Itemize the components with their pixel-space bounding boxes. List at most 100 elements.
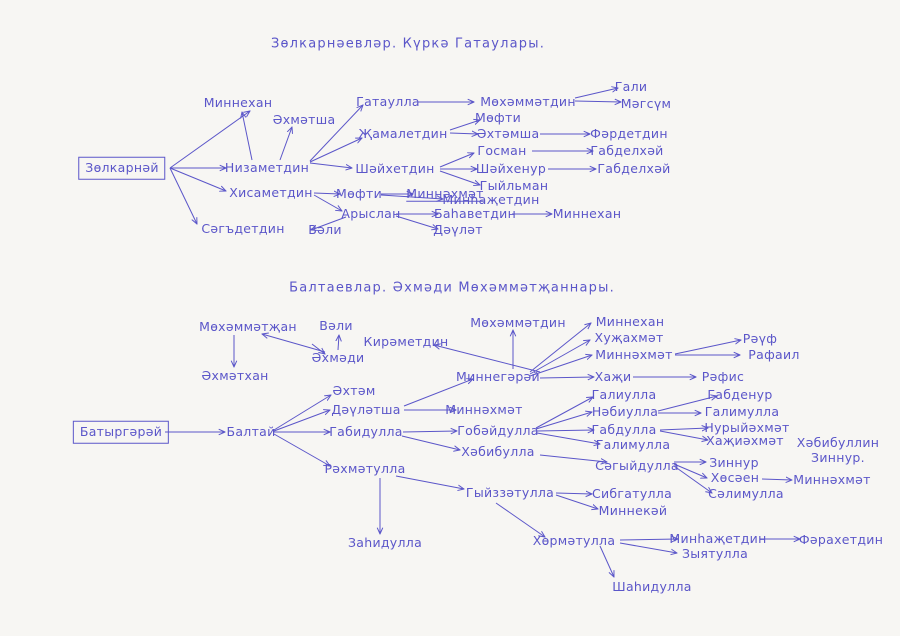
connector-arrow (495, 502, 545, 537)
connector-arrow (574, 101, 621, 102)
connector-arrow (434, 345, 541, 373)
node-minnehan-1: Миннехан (203, 94, 273, 110)
node-zulkarnay: Зөлкарнәй (78, 156, 166, 180)
node-shaihetdin: Шәйхетдин (355, 160, 435, 176)
connector-arrow (673, 465, 712, 493)
connector-arrow (539, 377, 594, 378)
node-mohemmetjan: Мөхәммәтҗан (199, 318, 297, 334)
node-jamaletdin: Җамалетдин (358, 125, 448, 141)
node-gabdelhay-2: Габделхәй (597, 160, 671, 176)
node-gobaydulla: Гобәйдулла (457, 422, 539, 438)
node-baturgerey: Батыргәрәй (72, 420, 170, 444)
node-sagiydulla: Сәгыйдулла (595, 457, 679, 473)
node-giylman: Гыйльман (479, 177, 549, 193)
node-sibgatulla: Сибгатулла (591, 485, 673, 501)
connector-arrow (401, 435, 460, 450)
node-minnehmet-4: Миннәхмәт (793, 471, 871, 487)
node-minhajetdin-1: Минһаҗетдин (442, 191, 540, 207)
node-minnehmet-1: Миннәхмәт (406, 185, 484, 201)
connector-arrow (599, 545, 614, 577)
node-ehmedi: Әхмәди (311, 349, 365, 365)
node-hajiehmet: Хаҗиәхмәт (706, 432, 784, 448)
connector-arrow (395, 475, 464, 489)
node-nuriehmet: Нурыйәхмәт (704, 419, 790, 435)
connector-arrow (380, 194, 443, 199)
connector-arrow (279, 127, 292, 161)
node-hormetulla: Хөрмәтулла (532, 532, 616, 548)
connector-arrow (169, 111, 250, 169)
node-kirametdin: Кирәметдин (363, 333, 449, 349)
connector-arrow (659, 428, 708, 430)
node-gabidulla: Габидулла (329, 423, 403, 439)
connector-arrow (309, 138, 362, 163)
connector-arrow (273, 433, 330, 466)
node-zahidulla: Заһидулла (347, 534, 423, 550)
connector-arrow (262, 334, 326, 353)
node-gali: Гали (614, 78, 648, 94)
node-sagdetdin: Сәгъдетдин (201, 220, 285, 236)
node-veli-2: Вәли (319, 317, 353, 333)
connector-arrow (403, 379, 473, 407)
connector-arrow (273, 410, 330, 432)
title-baltaevlar: Балтаевлар. Әхмәди Мөхәммәтҗаннары. (289, 280, 615, 296)
node-galiulla: Галиулла (591, 386, 657, 402)
connector-arrow (529, 355, 592, 377)
title-zulkarnaevlar: Зөлкарнәевләр. Күркә Гатаулары. (270, 36, 546, 52)
node-mefti-1: Мөфти (474, 109, 522, 125)
connector-arrow (529, 340, 590, 375)
node-gosman: Госман (477, 142, 527, 158)
connector-arrow (536, 430, 594, 431)
node-salimulla: Сәлимулла (708, 485, 784, 501)
connector-arrow (529, 323, 591, 373)
connector-arrow (395, 215, 438, 229)
node-hujahmet: Хуҗахмәт (594, 329, 664, 345)
connector-arrow (535, 397, 593, 429)
node-megsum: Мәгсүм (620, 95, 672, 111)
node-mohemmetdin-2: Мөхәммәтдин (470, 314, 566, 330)
node-gabdelhay-1: Габделхәй (590, 142, 664, 158)
connector-arrow (555, 493, 592, 494)
node-ferdetdin: Фәрдетдин (590, 125, 668, 141)
connector-arrow (242, 112, 253, 161)
node-rauf: Рәүф (742, 330, 778, 346)
node-ehmetsha: Әхмәтша (272, 111, 336, 127)
connector-arrow (555, 494, 598, 509)
connector-arrow (338, 335, 339, 351)
connector-arrow (539, 454, 607, 462)
node-habibullin: Хәбибуллин (796, 434, 880, 450)
node-zinnur-note: Зиннур. (811, 449, 865, 465)
node-ehtemsha-1: Әхтәмша (476, 125, 540, 141)
node-gabdulla: Габдулла (591, 421, 657, 437)
node-rafail: Рафаил (748, 346, 800, 362)
connector-arrow (309, 105, 363, 162)
node-zinnur: Зиннур (709, 454, 759, 470)
node-mohemmetdin-1: Мөхәммәтдин (480, 93, 576, 109)
connector-arrow (574, 88, 618, 99)
connector-arrow (761, 479, 792, 480)
connector-arrow (439, 170, 480, 185)
connector-arrow (169, 167, 197, 224)
node-giyzzetulla: Гыйззәтулла (465, 484, 555, 500)
node-devletsha: Дәүләтша (331, 401, 401, 417)
connector-arrow (309, 162, 352, 168)
node-ferahetdin: Фәрахетдин (798, 531, 884, 547)
node-minnehan-2: Миннехан (552, 205, 622, 221)
node-nebiulla: Нәбиулла (591, 403, 659, 419)
node-bahavetdin: Баһаветдин (433, 205, 517, 221)
connector-arrow (657, 396, 717, 412)
node-nizametdin: Низаметдин (224, 159, 310, 175)
node-minhajetdin-2: Минһаҗетдин (669, 530, 767, 546)
node-shaihenur: Шәйхенур (475, 160, 547, 176)
connector-arrow (449, 120, 480, 131)
node-rehmetulla: Рәхмәтулла (324, 460, 406, 476)
node-arislan: Арыслан (341, 205, 401, 221)
connector-arrow (439, 153, 474, 168)
connector-arrow (273, 395, 331, 431)
connector-arrow (449, 133, 478, 134)
connector-arrow (659, 430, 708, 440)
connector-arrow (313, 194, 342, 211)
node-gataulla: Гатаулла (356, 93, 420, 109)
connector-arrow (619, 539, 678, 540)
node-habibulla: Хәбибулла (461, 443, 535, 459)
